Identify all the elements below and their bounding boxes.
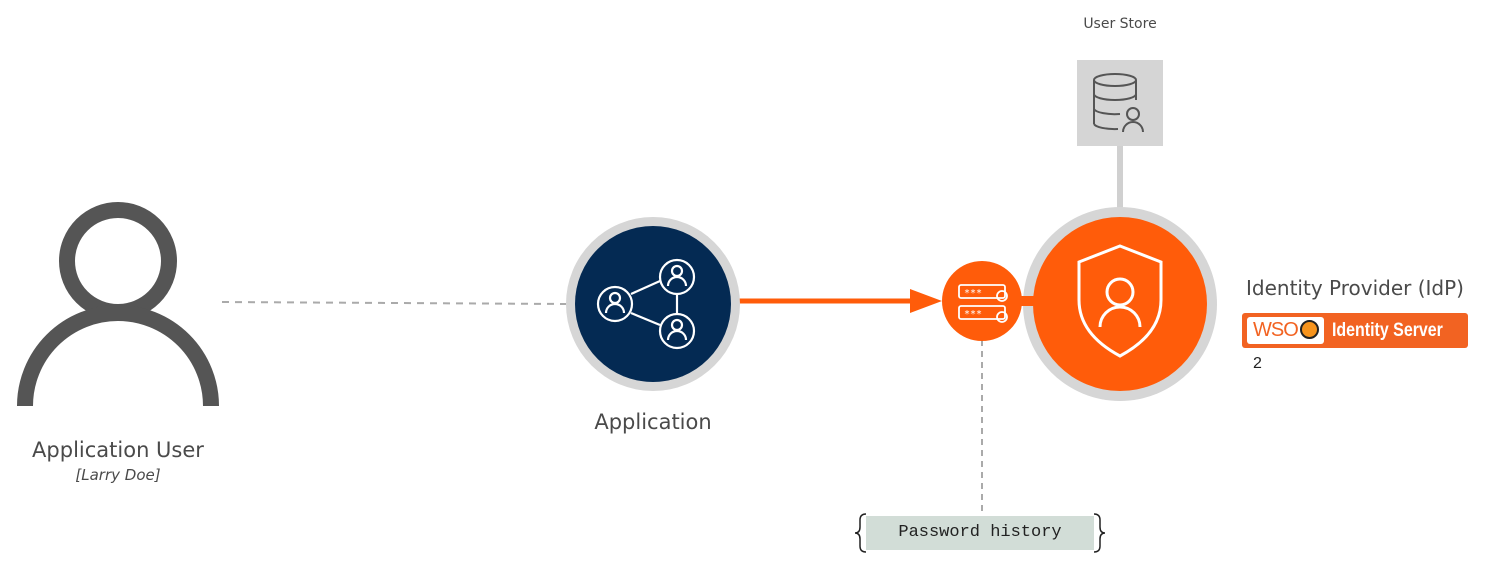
svg-text:***: *** xyxy=(964,309,982,320)
logo-wso-text: WSO xyxy=(1253,319,1299,341)
database-user-icon xyxy=(1093,73,1144,133)
identity-provider-label: Identity Provider (IdP) xyxy=(1246,276,1464,300)
wso2-logo-mark: WSO 2 xyxy=(1247,317,1324,372)
idp-node xyxy=(1023,207,1217,401)
password-history-box: Password history xyxy=(866,516,1094,550)
application-user-name: [Larry Doe] xyxy=(75,466,161,484)
logo-sub-text: 2 xyxy=(1253,355,1262,372)
connected-users-icon xyxy=(596,258,696,350)
application-label: Application xyxy=(594,410,712,434)
history-braces xyxy=(854,513,1106,553)
person-icon xyxy=(17,202,219,407)
user-store-node xyxy=(1077,60,1163,146)
application-user-label: Application User xyxy=(32,438,204,462)
password-lock-icon: *** *** xyxy=(958,284,1008,323)
user-app-connector xyxy=(221,301,567,305)
logo-product-text: Identity Server xyxy=(1332,320,1443,341)
password-policy-node: *** *** xyxy=(942,261,1040,341)
shield-user-icon xyxy=(1077,244,1163,358)
wso2-identity-server-logo: WSO 2 Identity Server xyxy=(1242,313,1468,372)
application-node xyxy=(566,217,740,391)
arrow-head xyxy=(910,289,942,313)
svg-text:***: *** xyxy=(964,288,982,299)
user-store-label: User Store xyxy=(1083,16,1157,32)
logo-o-icon xyxy=(1299,320,1319,339)
